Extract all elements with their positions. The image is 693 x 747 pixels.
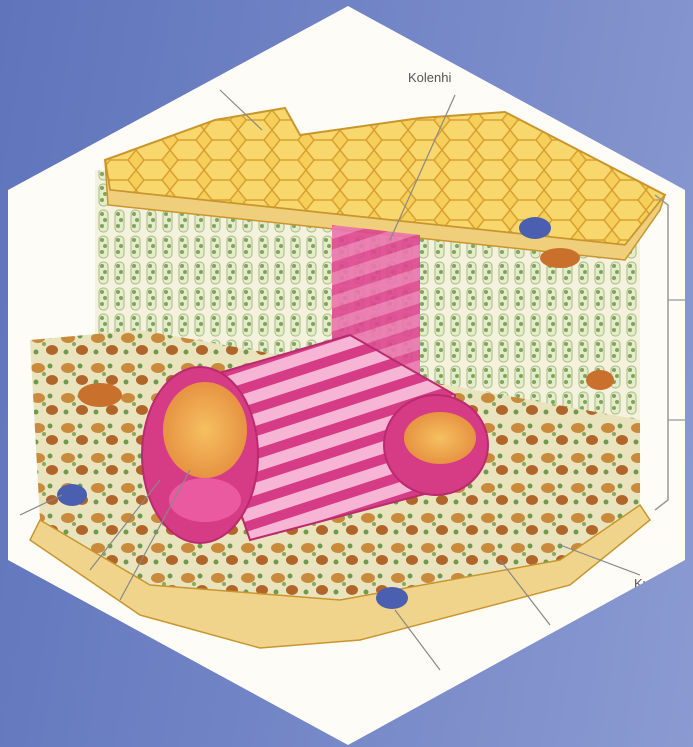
stoma-bottom <box>376 587 408 609</box>
label-top: Kolenhi <box>408 70 451 85</box>
label-right: Ku <box>634 576 650 591</box>
label-bottom: P <box>398 714 407 729</box>
phloem-front <box>169 478 241 522</box>
xylem-back <box>404 412 476 464</box>
leaf-block: Kolenhi Ku P <box>20 70 685 729</box>
stoma-top-right <box>519 217 551 239</box>
xylem-front <box>163 382 247 478</box>
